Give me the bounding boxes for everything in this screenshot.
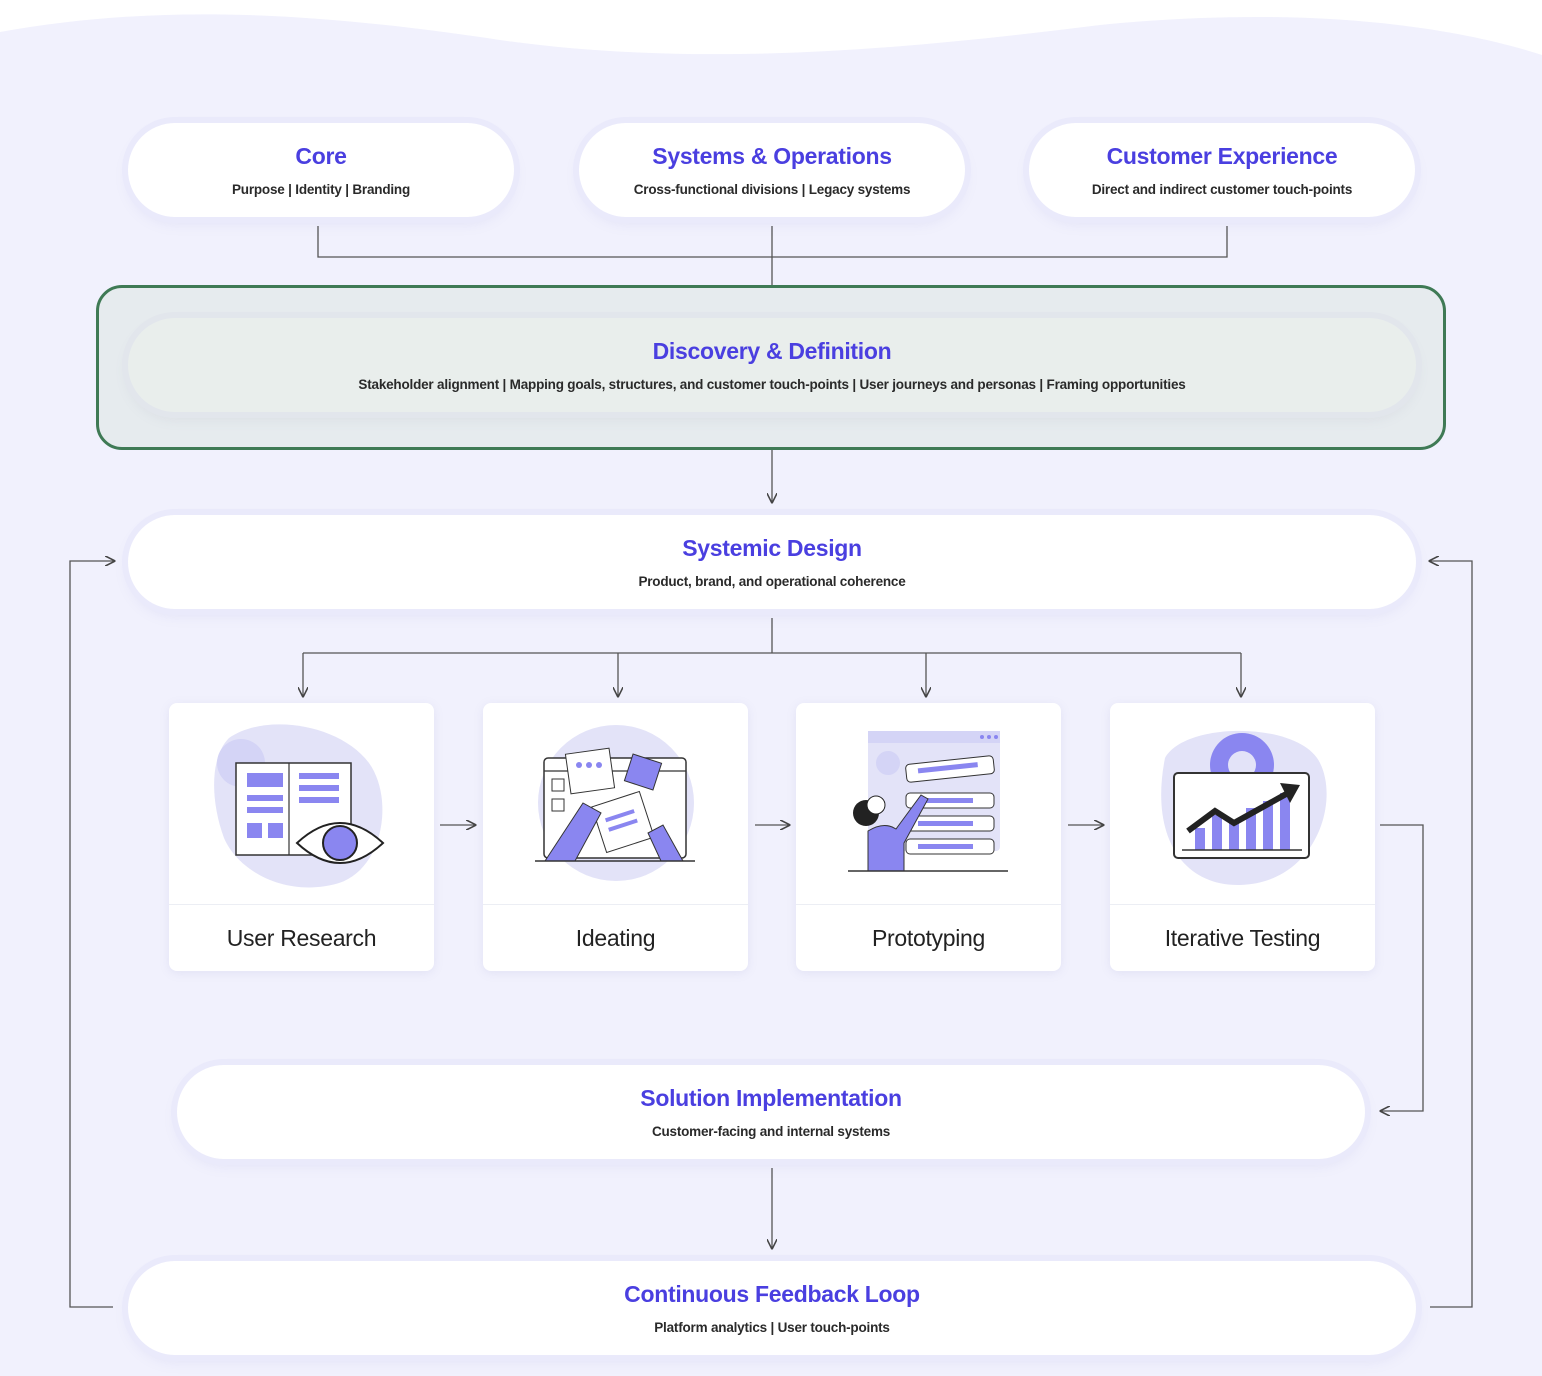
feedback-loop-title: Continuous Feedback Loop xyxy=(624,1281,920,1307)
customer-experience-title: Customer Experience xyxy=(1106,143,1338,169)
user-research-illustration xyxy=(214,724,385,888)
iterative-testing-illustration xyxy=(1161,730,1327,886)
discovery-title: Discovery & Definition xyxy=(652,338,892,364)
prototyping-illustration xyxy=(848,731,1008,872)
systemic-design-box: Systemic Design Product, brand, and oper… xyxy=(128,515,1416,609)
stage-label-user-research: User Research xyxy=(226,925,377,951)
core-title: Core xyxy=(295,143,347,169)
card-divider xyxy=(1110,904,1375,905)
systems-operations-subtitle: Cross-functional divisions | Legacy syst… xyxy=(633,182,911,197)
stage-label-iterative-testing: Iterative Testing xyxy=(1164,925,1321,951)
systemic-design-subtitle: Product, brand, and operational coherenc… xyxy=(638,574,906,589)
card-divider xyxy=(169,904,434,905)
background-wave xyxy=(0,0,1542,55)
stage-card-prototyping: Prototyping xyxy=(796,703,1061,971)
discovery-subtitle: Stakeholder alignment | Mapping goals, s… xyxy=(358,377,1186,392)
systems-operations-box: Systems & Operations Cross-functional di… xyxy=(579,123,965,217)
systems-operations-title: Systems & Operations xyxy=(652,143,892,169)
stage-label-ideating: Ideating xyxy=(575,925,656,951)
systemic-design-title: Systemic Design xyxy=(682,535,862,561)
feedback-loop-subtitle: Platform analytics | User touch-points xyxy=(654,1320,890,1335)
stage-card-user-research: User Research xyxy=(169,703,434,971)
stage-label-prototyping: Prototyping xyxy=(871,925,986,951)
card-divider xyxy=(483,904,748,905)
solution-implementation-title: Solution Implementation xyxy=(640,1085,902,1111)
feedback-loop-box: Continuous Feedback Loop Platform analyt… xyxy=(128,1261,1416,1355)
stage-card-iterative-testing: Iterative Testing xyxy=(1110,703,1375,971)
card-divider xyxy=(796,904,1061,905)
solution-implementation-subtitle: Customer-facing and internal systems xyxy=(651,1124,891,1139)
ideating-illustration xyxy=(535,725,695,881)
solution-implementation-box: Solution Implementation Customer-facing … xyxy=(177,1065,1365,1159)
stage-card-ideating: Ideating xyxy=(483,703,748,971)
customer-experience-subtitle: Direct and indirect customer touch-point… xyxy=(1091,182,1353,197)
customer-experience-box: Customer Experience Direct and indirect … xyxy=(1029,123,1415,217)
discovery-box: Discovery & Definition Stakeholder align… xyxy=(128,318,1416,412)
core-subtitle: Purpose | Identity | Branding xyxy=(231,182,411,197)
core-box: Core Purpose | Identity | Branding xyxy=(128,123,514,217)
